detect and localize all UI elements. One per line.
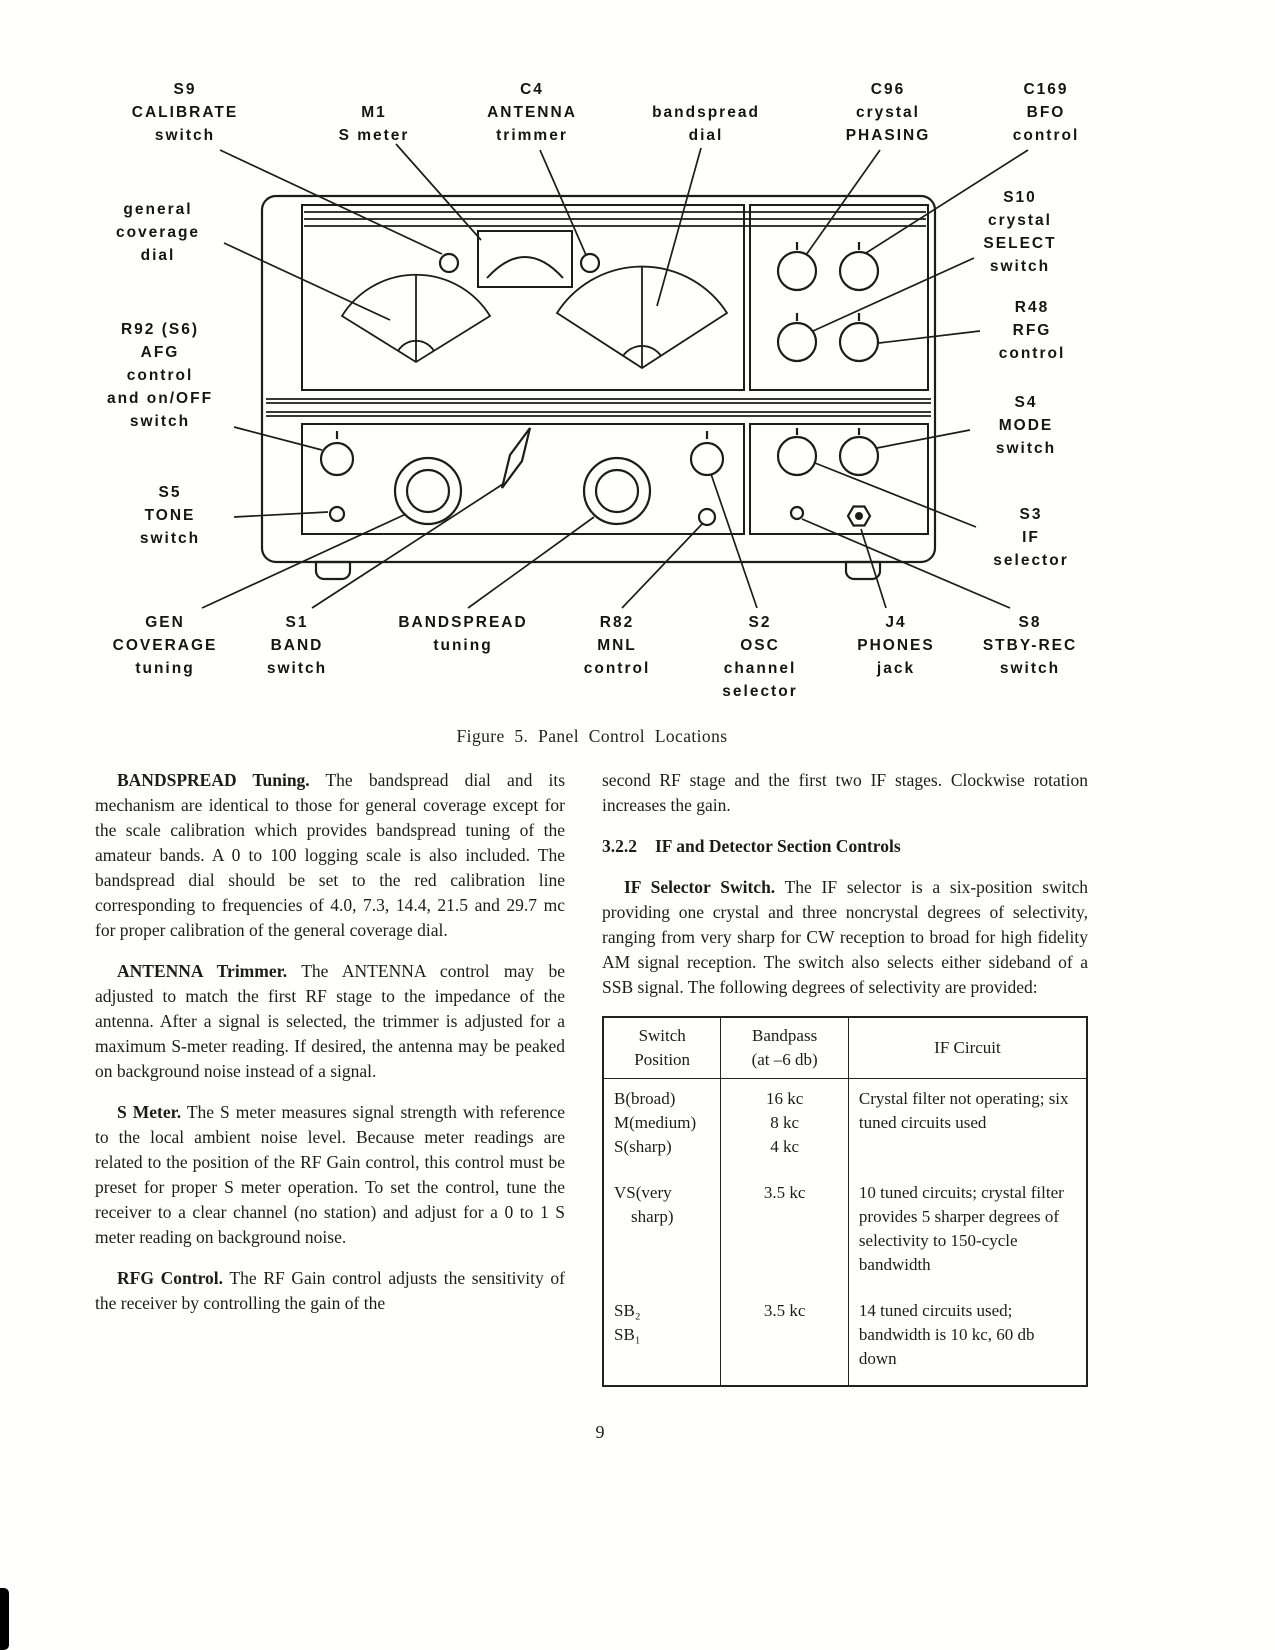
bandspread-tuning-knob [582, 456, 652, 526]
lower-left-section [301, 423, 745, 535]
label-s-meter: M1 S meter [338, 104, 410, 144]
crystal-select-knob [776, 313, 818, 363]
column-header-switch-position: Switch Position [603, 1017, 721, 1079]
dial-window [301, 204, 745, 391]
cell-position: VS(very sharp) [614, 1183, 674, 1226]
label-afg-control: R92 (S6) AFG control and on/OFF switch [106, 321, 214, 430]
cell-if-circuit: Crystal filter not operating; six tuned … [847, 1078, 1087, 1173]
label-rfg-control: R48 RFG control [998, 299, 1066, 362]
lower-right-section [749, 423, 929, 535]
tone-switch [328, 505, 346, 523]
body-text: BANDSPREAD Tuning. The bandspread dial a… [95, 768, 1175, 1387]
bfo-knob [838, 242, 880, 292]
cell-if-circuit: 10 tuned circuits; crystal filter provid… [847, 1173, 1087, 1291]
column-header-if-circuit: IF Circuit [847, 1017, 1087, 1079]
crystal-phasing-knob [776, 242, 818, 292]
rfg-knob [838, 313, 880, 363]
osc-channel-knob [689, 431, 725, 477]
label-bandspread-dial: bandspread dial [652, 104, 760, 144]
label-stby-rec-switch: S8 STBY-REC switch [982, 614, 1078, 677]
table-header-row: Switch Position Bandpass (at –6 db) IF C… [603, 1017, 1087, 1079]
table-row: B(broad) M(medium) S(sharp) 16 kc 8 kc 4… [603, 1078, 1087, 1173]
paragraph-lead: RFG Control. [117, 1268, 224, 1288]
panel-drawing [201, 143, 1029, 609]
gen-coverage-tuning-knob [393, 456, 463, 526]
cell-position: B(broad) M(medium) S(sharp) [614, 1089, 697, 1156]
crystal-section [749, 204, 929, 391]
figure-caption: Figure 5. Panel Control Locations [456, 726, 728, 746]
radio-panel [260, 194, 937, 581]
paragraph-bandspread-tuning: BANDSPREAD Tuning. The bandspread dial a… [95, 768, 565, 943]
label-crystal-select-switch: S10 crystal SELECT switch [983, 189, 1057, 275]
panel-outline [260, 194, 937, 564]
trim-lines [304, 211, 926, 227]
phones-jack [846, 505, 872, 527]
cell-bandpass: 3.5 kc [720, 1173, 849, 1291]
cell-position: SB₂ SB₁ [614, 1301, 641, 1344]
label-crystal-phasing: C96 crystal PHASING [845, 81, 931, 144]
right-foot [844, 560, 882, 581]
cell-bandpass: 3.5 kc [720, 1291, 849, 1386]
section-title: IF and Detector Section Controls [655, 836, 901, 856]
paragraph-lead: IF Selector Switch. [624, 877, 776, 897]
table-row: VS(very sharp) 3.5 kc 10 tuned circuits;… [603, 1173, 1087, 1291]
bandspread-dial-scale [555, 265, 729, 370]
label-tone-switch: S5 TONE switch [139, 484, 201, 547]
cell-bandpass: 16 kc 8 kc 4 kc [720, 1078, 849, 1173]
column-header-bandpass: Bandpass (at –6 db) [720, 1017, 849, 1079]
label-general-coverage-dial: general coverage dial [115, 201, 201, 264]
section-number: 3.2.2 [602, 836, 637, 856]
callout-lines [201, 143, 1029, 609]
label-bfo-control: C169 BFO control [1012, 81, 1080, 144]
paragraph-continuation: second RF stage and the first two IF sta… [602, 770, 1088, 815]
label-osc-channel-selector: S2 OSC channel selector [722, 614, 798, 700]
paragraph-text: The RF Gain control adjusts the sensitiv… [95, 1268, 566, 1313]
label-bandspread-tuning: BANDSPREAD tuning [398, 614, 528, 654]
paragraph-text: The ANTENNA control may be adjusted to m… [95, 961, 565, 1081]
cell-if-circuit: 14 tuned circuits used; bandwidth is 10 … [847, 1291, 1087, 1386]
calibrate-switch [438, 252, 460, 274]
section-heading: 3.2.2 IF and Detector Section Controls [602, 834, 1088, 859]
divider-lines [266, 398, 931, 417]
selectivity-table: Switch Position Bandpass (at –6 db) IF C… [602, 1016, 1088, 1387]
panel-control-figure: S9 CALIBRATE switch M1 S meter C4 ANTENN… [0, 0, 1275, 710]
band-switch-lever [500, 427, 532, 489]
s-meter [477, 230, 573, 288]
mnl-control [697, 507, 717, 527]
antenna-trimmer [579, 252, 601, 274]
page-number: 9 [595, 1422, 605, 1442]
paragraph-if-selector: IF Selector Switch. The IF selector is a… [602, 875, 1088, 1000]
label-if-selector: S3 IF selector [993, 506, 1069, 569]
label-gen-coverage-tuning: GEN COVERAGE tuning [112, 614, 218, 677]
label-phones-jack: J4 PHONES jack [857, 614, 935, 677]
stby-rec-switch [789, 505, 805, 521]
paragraph-text: The IF selector is a six-position switch… [602, 877, 1088, 997]
paragraph-rfg-control: RFG Control. The RF Gain control adjusts… [95, 1266, 565, 1316]
table-row: SB₂ SB₁ 3.5 kc 14 tuned circuits used; b… [603, 1291, 1087, 1386]
left-column: BANDSPREAD Tuning. The bandspread dial a… [95, 768, 565, 1387]
label-mode-switch: S4 MODE switch [995, 394, 1057, 457]
paragraph-lead: ANTENNA Trimmer. [117, 961, 288, 981]
label-antenna-trimmer: C4 ANTENNA trimmer [487, 81, 577, 144]
paragraph-antenna-trimmer: ANTENNA Trimmer. The ANTENNA control may… [95, 959, 565, 1084]
general-coverage-dial-scale [340, 273, 492, 364]
paragraph-lead: BANDSPREAD Tuning. [117, 770, 310, 790]
paragraph-s-meter: S Meter. The S meter measures signal str… [95, 1100, 565, 1250]
label-band-switch: S1 BAND switch [266, 614, 328, 677]
paragraph-lead: S Meter. [117, 1102, 182, 1122]
label-mnl-control: R82 MNL control [583, 614, 651, 677]
scan-artifact [0, 1588, 9, 1650]
afg-knob [319, 431, 355, 477]
if-selector-knob [776, 428, 818, 477]
mode-knob [838, 428, 880, 477]
paragraph-text: The S meter measures signal strength wit… [95, 1102, 565, 1247]
left-foot [314, 560, 352, 581]
paragraph-text: The bandspread dial and its mechanism ar… [95, 770, 565, 940]
right-column: second RF stage and the first two IF sta… [602, 768, 1088, 1387]
label-calibrate-switch: S9 CALIBRATE switch [131, 81, 239, 144]
